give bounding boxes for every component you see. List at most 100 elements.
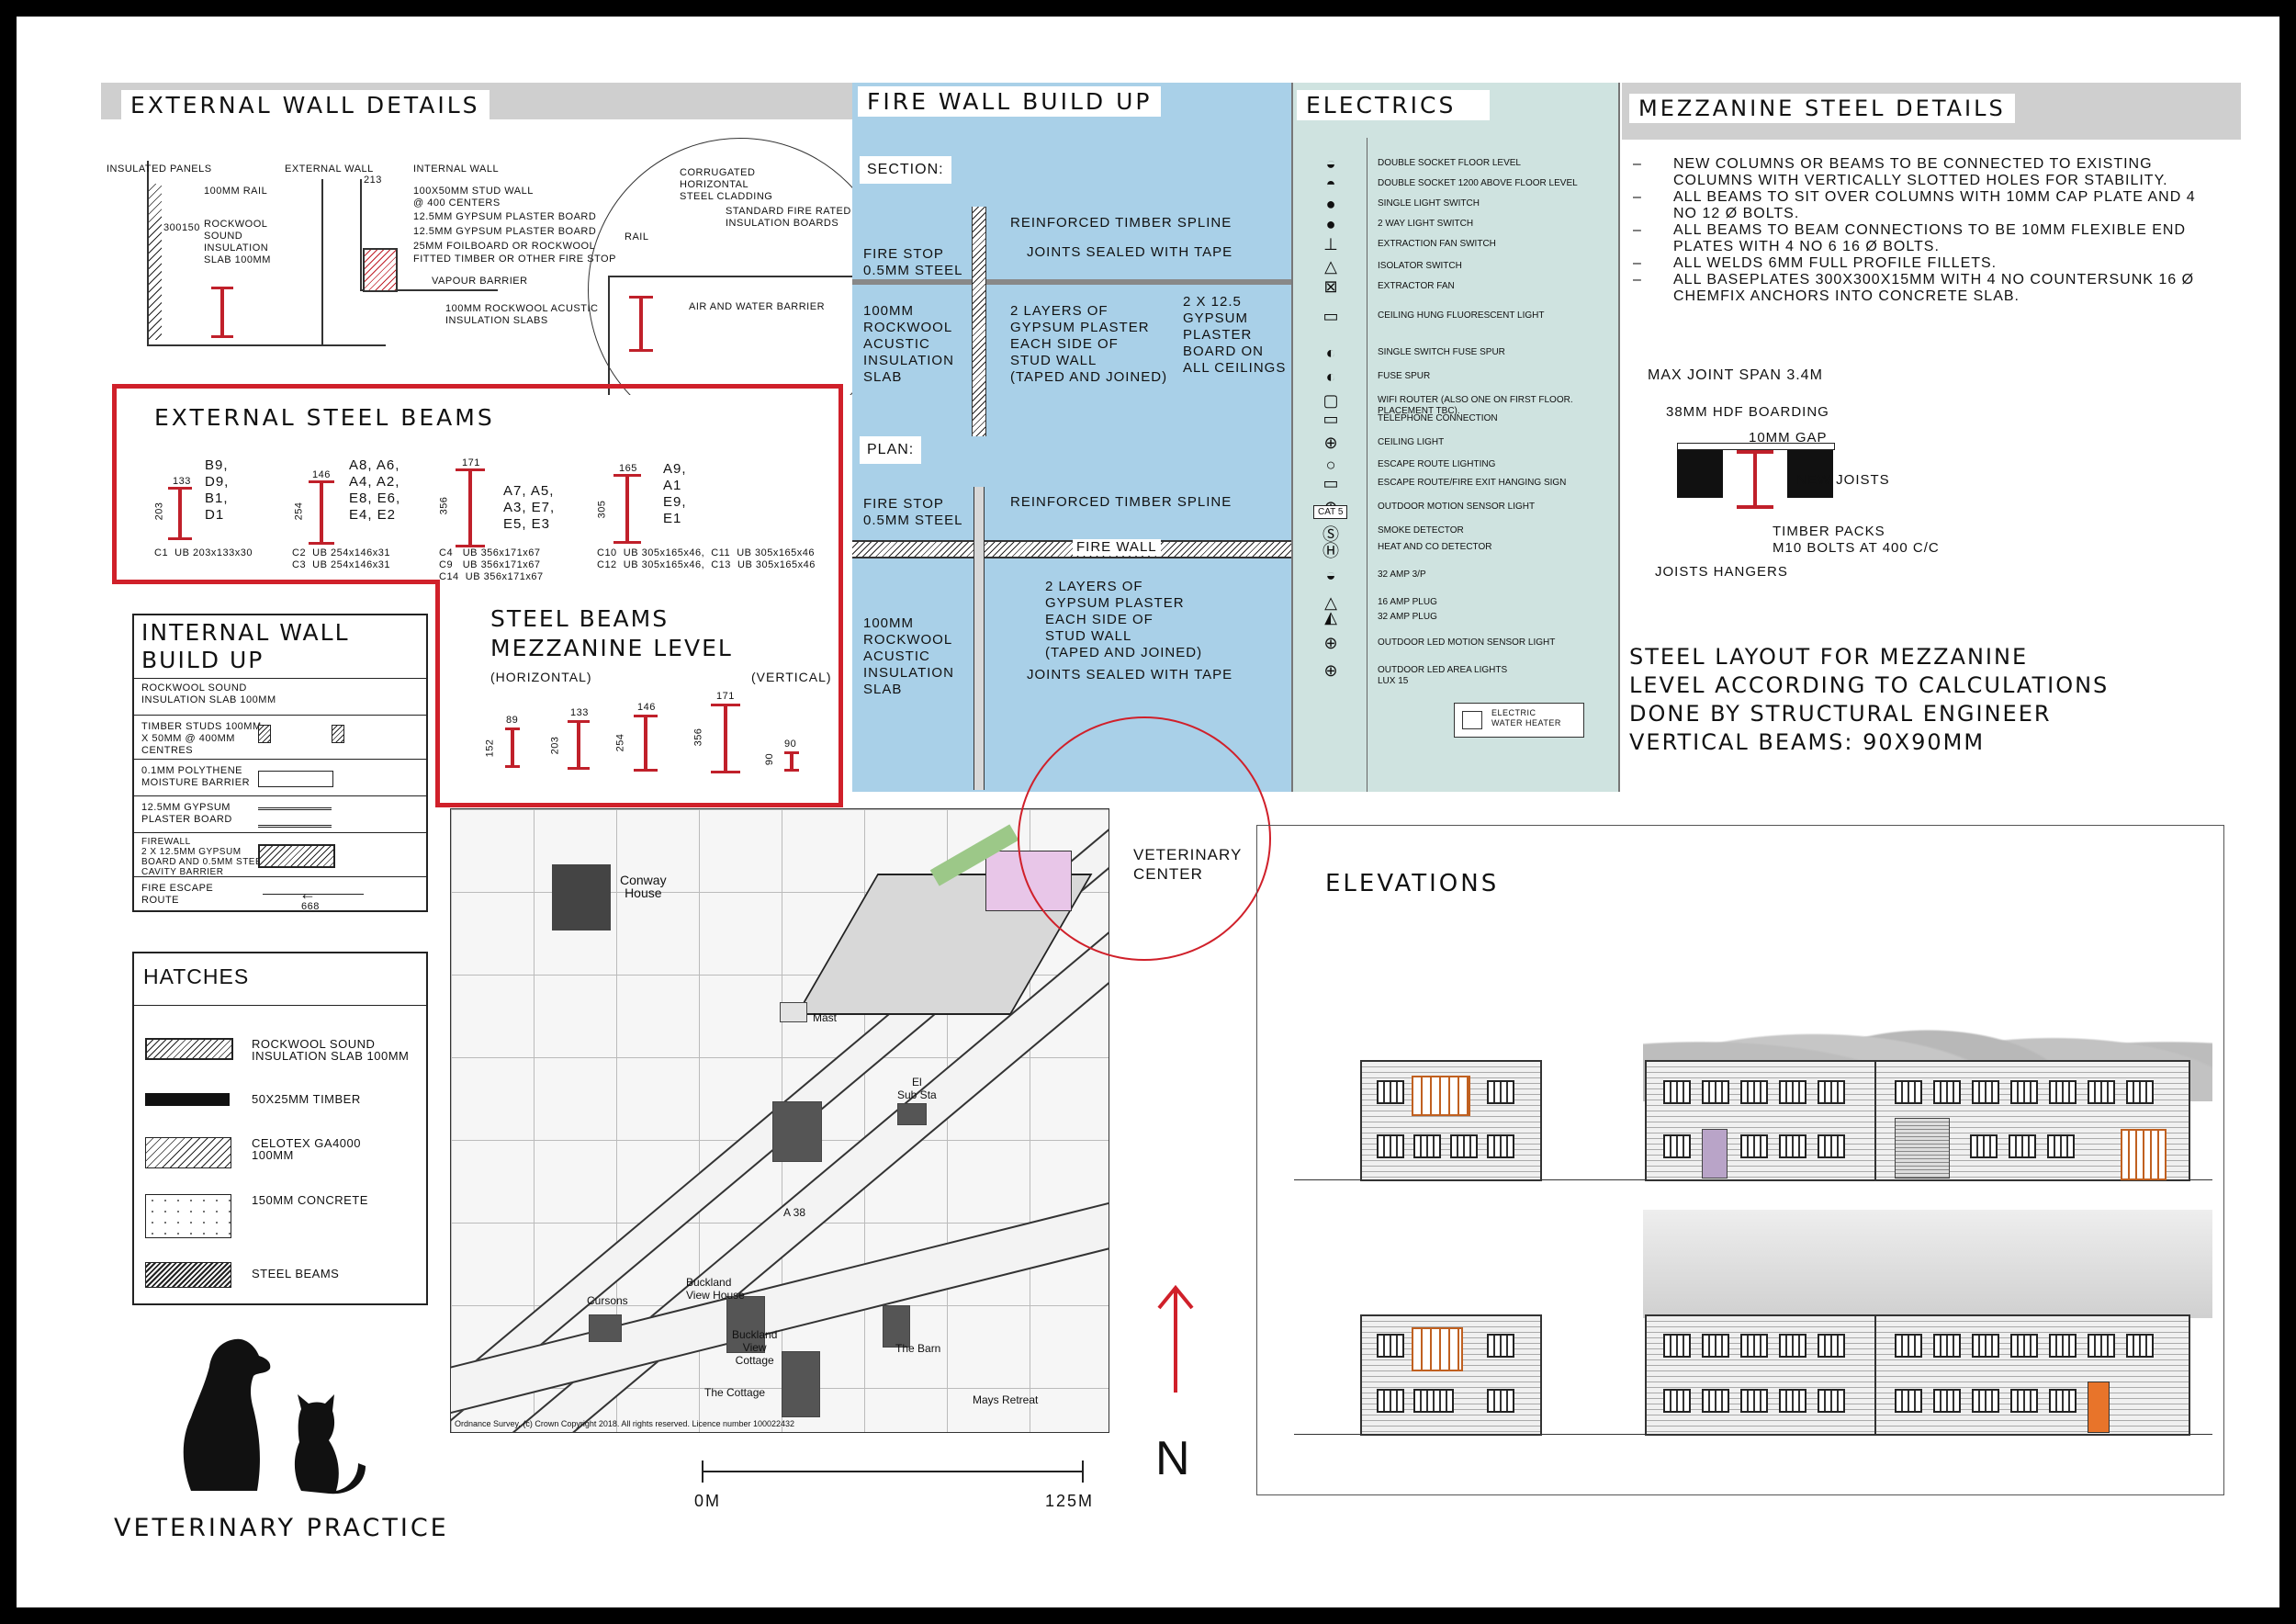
electrical-symbol-icon: ◒ (1325, 154, 1336, 173)
electrical-symbol-icon: ⊕ (1323, 634, 1338, 652)
fw-note: JOINTS SEALED WITH TAPE (1027, 244, 1233, 260)
wall-note: 150 (182, 222, 200, 233)
wall-note: CORRUGATED (680, 167, 756, 178)
map-label: A 38 (783, 1206, 806, 1219)
timber-hatch (145, 1093, 230, 1106)
electrical-legend-label: ISOLATOR SWITCH (1378, 261, 1462, 271)
electrical-symbol-icon: ○ (1325, 456, 1336, 474)
electrical-legend-label: OUTDOOR LED AREA LIGHTS LUX 15 (1378, 665, 1508, 686)
orange-door (2088, 1382, 2110, 1433)
beam-dim-h: 254 (293, 502, 305, 521)
electrical-symbol-icon: ⊠ (1323, 277, 1338, 296)
electrical-legend-label: 32 AMP 3/P (1378, 570, 1426, 580)
mezz-beam-icon (568, 720, 590, 770)
roller-door (1895, 1118, 1950, 1179)
map-copyright: Ordnance Survey, (c) Crown Copyright 201… (455, 1419, 795, 1428)
heater-label: ELECTRIC WATER HEATER (1491, 708, 1561, 727)
wall-note: EXTERNAL WALL (285, 164, 374, 175)
wall-note: ROCKWOOL (204, 219, 268, 230)
wall-note: 100MM RAIL (204, 186, 268, 197)
pet-logo (183, 1338, 366, 1494)
electrical-symbol-icon: ▭ (1322, 410, 1339, 428)
beam-section-icon (456, 468, 485, 547)
fw-note: 2 LAYERS OF GYPSUM PLASTER EACH SIDE OF … (1010, 303, 1168, 385)
elevations-panel: ELEVATIONS (1256, 825, 2224, 1495)
map-label: Buckland View Cottage (732, 1328, 778, 1367)
electrical-symbol-icon: ● (1325, 195, 1336, 213)
fw-note: 2 X 12.5 GYPSUM PLASTER BOARD ON ALL CEI… (1183, 294, 1287, 376)
electrical-legend-label: OUTDOOR LED MOTION SENSOR LIGHT (1378, 637, 1556, 648)
wall-note: VAPOUR BARRIER (432, 276, 528, 287)
cat5-tag: CAT 5 (1313, 505, 1348, 519)
scale-end: 125M (1045, 1492, 1095, 1510)
map-label: The Barn (895, 1342, 941, 1355)
mezz-bullet-item: –NEW COLUMNS OR BEAMS TO BE CONNECTED TO… (1633, 156, 2168, 188)
concrete-hatch (145, 1194, 231, 1238)
electrical-legend-label: EXTRACTOR FAN (1378, 281, 1455, 291)
wall-note: 12.5MM GYPSUM PLASTER BOARD (413, 226, 597, 237)
wall-note: SLAB 100MM (204, 254, 271, 265)
electrical-symbol-icon: ⊥ (1323, 235, 1338, 254)
wall-note: SOUND (204, 231, 243, 242)
electrical-legend-label: 2 WAY LIGHT SWITCH (1378, 219, 1474, 229)
electrical-symbol-icon: ▭ (1322, 474, 1339, 492)
beam-dim-h: 356 (438, 496, 450, 515)
electrical-symbol-icon: ▢ (1322, 391, 1339, 410)
plan-tag: PLAN: (860, 436, 922, 464)
electrical-legend-label: DOUBLE SOCKET 1200 ABOVE FLOOR LEVEL (1378, 178, 1578, 188)
mezz-joist-beam-icon (1737, 450, 1773, 509)
wall-note: 100X50MM STUD WALL (413, 186, 534, 197)
internal-wall-legend: INTERNAL WALL BUILD UP ROCKWOOL SOUND IN… (132, 614, 428, 912)
legend-text: TIMBER STUDS 100MM X 50MM @ 400MM CENTRE… (141, 721, 262, 756)
fw-note: FIRE STOP 0.5MM STEEL (863, 246, 963, 278)
lilac-door (1702, 1129, 1728, 1179)
rockwool-hatch (145, 1038, 233, 1060)
wall-note: FITTED TIMBER OR OTHER FIRE STOP (413, 254, 616, 265)
map-label: El Sub Sta (897, 1076, 937, 1101)
hatch-label: STEEL BEAMS (252, 1267, 340, 1280)
electrical-legend-label: OUTDOOR MOTION SENSOR LIGHT (1378, 502, 1536, 512)
practice-caption: VETERINARY PRACTICE (114, 1514, 449, 1542)
wall-note: INSULATION BOARDS (726, 218, 839, 229)
mezz-bullet-item: –ALL WELDS 6MM FULL PROFILE FILLETS. (1633, 255, 1998, 271)
water-heater-box: ELECTRIC WATER HEATER (1454, 703, 1584, 738)
joist-right (1787, 450, 1833, 498)
legend-text: FIRE ESCAPE ROUTE (141, 883, 214, 906)
hatch-label: 150MM CONCRETE (252, 1193, 368, 1207)
section-tag: SECTION: (860, 156, 951, 184)
electrical-symbol-icon: ⊕ (1323, 434, 1338, 452)
electrical-legend-label: EXTRACTION FAN SWITCH (1378, 239, 1496, 249)
electrical-legend-label: WIFI ROUTER (ALSO ONE ON FIRST FLOOR. PL… (1378, 395, 1576, 416)
map-label: Mast (813, 1011, 838, 1024)
wall-note: 213 (364, 175, 382, 186)
mezz-bullet-item: –ALL BASEPLATES 300X300X15MM WITH 4 NO C… (1633, 272, 2195, 304)
hatch-label: CELOTEX GA4000 100MM (252, 1136, 361, 1162)
celotex-hatch (145, 1137, 231, 1168)
scale-start: 0M (694, 1492, 722, 1510)
firewall-panel: FIRE WALL BUILD UP SECTION: FIRE STOP 0.… (852, 83, 1293, 792)
detail-note: 10MM GAP (1749, 430, 1828, 445)
map-label: Mays Retreat (973, 1393, 1039, 1406)
fw-note: 100MM ROCKWOOL ACUSTIC INSULATION SLAB (863, 615, 954, 697)
detail-note: JOISTS HANGERS (1655, 564, 1788, 580)
electrical-legend-label: SINGLE SWITCH FUSE SPUR (1378, 347, 1505, 357)
map-label: Buckland View House (686, 1276, 745, 1302)
fw-note: REINFORCED TIMBER SPLINE (1010, 215, 1232, 231)
site-map: Conway House Mast El Sub Sta A 38 Buckla… (450, 808, 1109, 1433)
fw-note: REINFORCED TIMBER SPLINE (1010, 494, 1232, 510)
beam-marks: A7, A5, A3, E7, E5, E3 (503, 483, 556, 532)
external-wall-title: EXTERNAL WALL DETAILS (121, 90, 490, 120)
fw-note: 2 LAYERS OF GYPSUM PLASTER EACH SIDE OF … (1045, 579, 1203, 660)
electrical-legend-label: 32 AMP PLUG (1378, 612, 1437, 622)
wall-note: HORIZONTAL (680, 179, 749, 190)
electrical-symbol-icon: ◭ (1324, 608, 1337, 626)
mezz-beam-icon (634, 715, 658, 772)
beam-dim-h: 203 (153, 502, 165, 521)
beam-spec: C1 UB 203x133x30 (154, 547, 253, 558)
wall-note: INTERNAL WALL (413, 164, 500, 175)
beam-marks: A9, A1 E9, E1 (663, 461, 687, 526)
mezz-vertical-label: (VERTICAL) (751, 670, 832, 684)
stud-wall-section (972, 207, 986, 436)
electrical-symbol-icon: ◒ (1325, 566, 1336, 584)
mezz-horizontal-label: (HORIZONTAL) (490, 670, 592, 684)
